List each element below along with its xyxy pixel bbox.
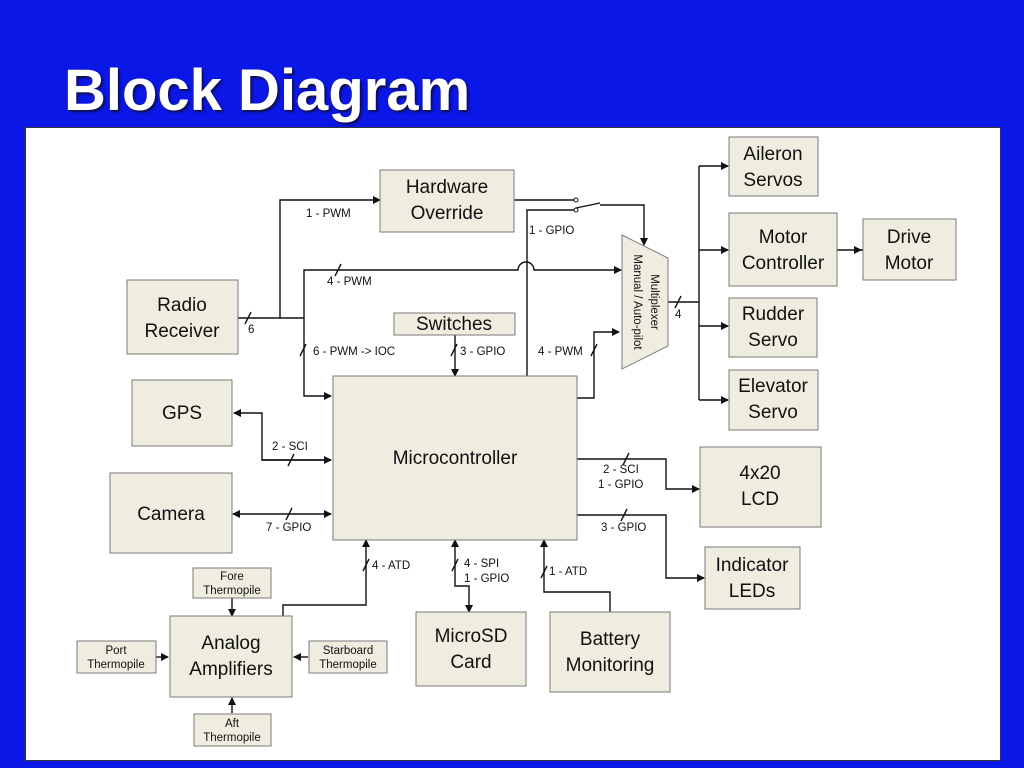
label-lcd-2-sci: 2 - SCI	[603, 464, 639, 476]
aft-thermopile-label-1: Aft	[225, 718, 240, 730]
rudder-servo-label-1: Rudder	[742, 304, 805, 325]
battery-monitoring-block: Battery Monitoring	[549, 611, 671, 693]
motor-controller-label-1: Motor	[759, 227, 808, 248]
indicator-leds-label-1: Indicator	[716, 555, 790, 576]
label-4-atd: 4 - ATD	[372, 560, 410, 572]
gpio-to-switch-wire	[526, 209, 574, 376]
slide-title: Block Diagram	[64, 58, 471, 123]
fore-thermopile-label-2: Thermopile	[203, 585, 261, 597]
label-4-pwm-top: 4 - PWM	[327, 276, 372, 288]
block-diagram: Hardware Override Radio Receiver Switche…	[76, 136, 957, 747]
port-thermopile-label-2: Thermopile	[87, 659, 145, 671]
lcd-label-2: LCD	[741, 489, 779, 510]
radio-receiver-block: Radio Receiver	[126, 279, 239, 355]
label-lcd-1-gpio: 1 - GPIO	[598, 479, 643, 491]
radio-to-override-wire	[279, 196, 381, 318]
micro-to-lcd-wire	[577, 458, 700, 493]
camera-label: Camera	[137, 504, 205, 525]
elevator-servo-label-1: Elevator	[738, 376, 808, 397]
gps-block: GPS	[131, 379, 233, 447]
label-mux-out-4: 4	[675, 309, 682, 321]
switch-to-mux-wire	[600, 204, 648, 246]
hardware-override-label-2: Override	[411, 203, 484, 224]
starboard-thermopile-block: Starboard Thermopile	[308, 640, 388, 674]
port-thermopile-label-1: Port	[105, 645, 127, 657]
label-1-gpio-top: 1 - GPIO	[529, 225, 574, 237]
battery-monitoring-label-1: Battery	[580, 629, 641, 650]
aft-thermopile-block: Aft Thermopile	[193, 713, 272, 747]
camera-block: Camera	[109, 472, 233, 554]
radio-to-mux-wire	[303, 261, 622, 318]
battery-monitoring-label-2: Monitoring	[566, 655, 655, 676]
label-1-pwm: 1 - PWM	[306, 208, 351, 220]
label-7-gpio: 7 - GPIO	[266, 522, 311, 534]
elevator-servo-block: Elevator Servo	[728, 369, 819, 431]
hardware-override-label-1: Hardware	[406, 177, 488, 198]
label-4-pwm-mux: 4 - PWM	[538, 346, 583, 358]
microsd-card-label-2: Card	[450, 652, 491, 673]
motor-controller-label-2: Controller	[742, 253, 825, 274]
label-3-gpio: 3 - GPIO	[460, 346, 505, 358]
aileron-servos-label-2: Servos	[743, 170, 802, 191]
drive-motor-block: Drive Motor	[862, 218, 957, 281]
label-4-spi: 4 - SPI	[464, 558, 499, 570]
microsd-card-block: MicroSD Card	[415, 611, 527, 687]
aft-thermopile-label-2: Thermopile	[203, 732, 261, 744]
hardware-override-block: Hardware Override	[379, 169, 515, 233]
micro-to-leds-wire	[577, 514, 705, 582]
aileron-servos-block: Aileron Servos	[728, 136, 819, 197]
rudder-servo-block: Rudder Servo	[728, 297, 818, 358]
microcontroller-block: Microcontroller	[332, 375, 578, 541]
radio-receiver-label-1: Radio	[157, 295, 207, 316]
multiplexer-label-1: Multiplexer	[648, 274, 660, 330]
microcontroller-label: Microcontroller	[393, 448, 518, 469]
lcd-block: 4x20 LCD	[699, 446, 822, 528]
fore-thermopile-block: Fore Thermopile	[192, 567, 272, 599]
label-1-atd: 1 - ATD	[549, 566, 587, 578]
wire-labels: 1 - PWM 1 - GPIO 4 - PWM 6 6 - PWM -> IO…	[248, 208, 682, 585]
gps-label: GPS	[162, 403, 202, 424]
battery-to-micro-wire	[540, 539, 611, 612]
wires	[156, 162, 865, 713]
amps-to-micro-wire	[282, 539, 370, 616]
analog-amplifiers-label-2: Amplifiers	[189, 659, 272, 680]
aileron-servos-label-1: Aileron	[743, 144, 802, 165]
micro-to-mux-wire	[577, 328, 620, 399]
radio-to-micro-wire	[303, 318, 332, 400]
label-6-pwm-ioc: 6 - PWM -> IOC	[313, 346, 395, 358]
switches-block: Switches	[393, 312, 516, 336]
multiplexer-label-2: Manual / Auto-pilot	[631, 254, 643, 350]
switch-blade	[575, 202, 601, 209]
label-sd-1-gpio: 1 - GPIO	[464, 573, 509, 585]
starboard-thermopile-label-1: Starboard	[323, 645, 374, 657]
microsd-card-label-1: MicroSD	[435, 626, 508, 647]
label-2-sci-gps: 2 - SCI	[272, 441, 308, 453]
starboard-thermopile-label-2: Thermopile	[319, 659, 377, 671]
label-bus-6: 6	[248, 324, 254, 336]
lcd-label-1: 4x20	[739, 463, 780, 484]
analog-amplifiers-label-1: Analog	[201, 633, 260, 654]
drive-motor-label-1: Drive	[887, 227, 931, 248]
label-led-3-gpio: 3 - GPIO	[601, 522, 646, 534]
analog-amplifiers-block: Analog Amplifiers	[169, 615, 293, 698]
diagram-canvas: Hardware Override Radio Receiver Switche…	[25, 127, 1001, 761]
fore-thermopile-label-1: Fore	[220, 571, 244, 583]
indicator-leds-label-2: LEDs	[729, 581, 775, 602]
switches-label: Switches	[416, 314, 492, 335]
micro-sd-wire	[451, 539, 473, 613]
rudder-servo-label-2: Servo	[748, 330, 798, 351]
drive-motor-label-2: Motor	[885, 253, 934, 274]
multiplexer-block: Multiplexer Manual / Auto-pilot	[621, 234, 669, 370]
port-thermopile-block: Port Thermopile	[76, 640, 157, 674]
elevator-servo-label-2: Servo	[748, 402, 798, 423]
radio-receiver-label-2: Receiver	[145, 321, 221, 342]
motor-controller-block: Motor Controller	[728, 212, 838, 287]
indicator-leds-block: Indicator LEDs	[704, 546, 801, 610]
